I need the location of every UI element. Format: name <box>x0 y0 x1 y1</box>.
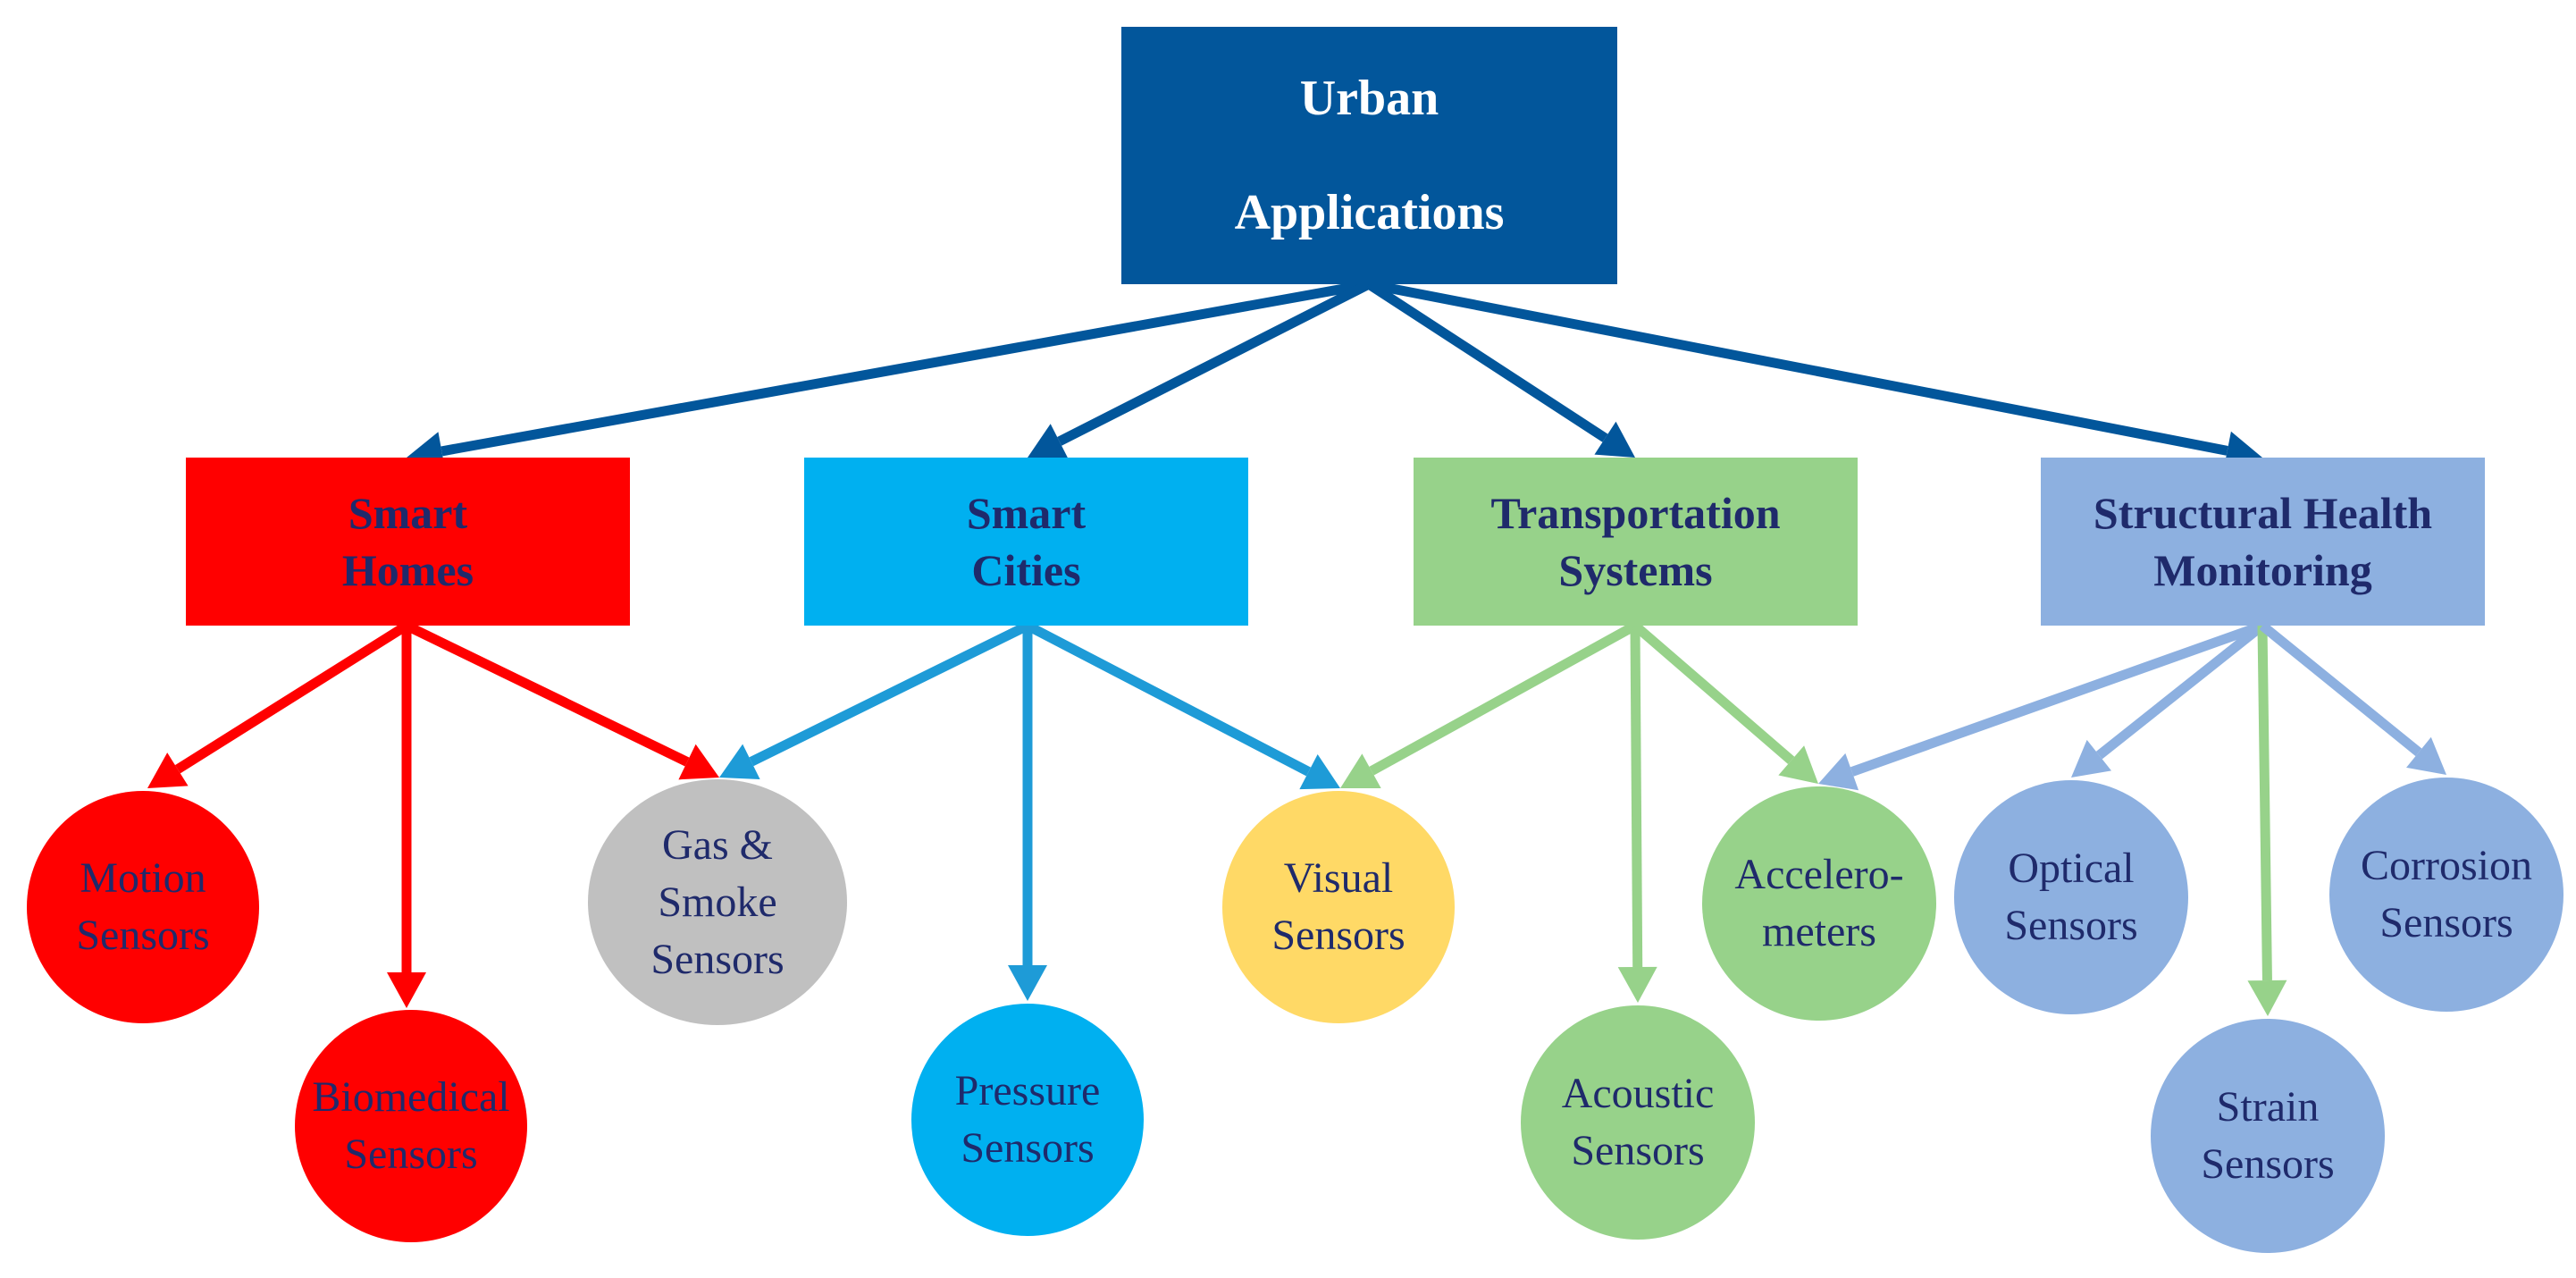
category-smart-homes: Smart Homes <box>186 458 630 626</box>
category-label-line-1: Smart <box>348 488 468 538</box>
arrowhead-root-to-transportation-systems <box>1594 421 1635 458</box>
sensor-label-line-1: Gas & <box>662 820 773 869</box>
arrow-root-to-smart-homes <box>441 279 1370 457</box>
sensor-strain: Strain Sensors <box>2151 1019 2385 1253</box>
arrow-transportation-systems-to-accel <box>1632 621 1795 765</box>
arrowhead-root-to-smart-cities <box>1028 424 1069 459</box>
sensor-label-line-1: Biomedical <box>312 1073 510 1121</box>
arrowhead-transportation-systems-to-visual <box>1340 753 1381 788</box>
sensor-label-line-1: Strain <box>2216 1083 2320 1131</box>
arrow-root-to-transportation-systems <box>1365 280 1608 442</box>
sensor-label-line-2: meters <box>1762 908 1876 955</box>
sensor-acoustic: Acoustic Sensors <box>1521 1005 1755 1240</box>
category-label-line-2: Homes <box>341 545 474 595</box>
arrow-transportation-systems-to-visual <box>1369 621 1638 776</box>
category-label-line-1: Structural Health <box>2093 488 2433 538</box>
arrow-root-to-structural-health-monitoring <box>1367 279 2228 456</box>
arrow-smart-cities-to-visual <box>1025 621 1312 777</box>
sensor-label-line-1: Optical <box>2008 845 2135 892</box>
arrowhead-smart-homes-to-motion <box>147 753 189 788</box>
sensor-pressure: Pressure Sensors <box>911 1004 1144 1236</box>
arrow-structural-health-monitoring-to-optical <box>2095 621 2266 760</box>
sensor-label-line-1: Corrosion <box>2361 842 2532 889</box>
sensor-label-line-2: Sensors <box>1571 1127 1705 1174</box>
category-label-line-1: Smart <box>966 488 1087 538</box>
sensor-label-line-2: Sensors <box>1271 912 1405 959</box>
arrowhead-transportation-systems-to-acoustic <box>1617 966 1657 1003</box>
category-smart-cities: Smart Cities <box>804 458 1248 626</box>
sensor-label-line-2: Sensors <box>2201 1140 2335 1188</box>
arrow-structural-health-monitoring-to-accel <box>1850 620 2264 777</box>
sensor-label-line-1: Pressure <box>954 1067 1101 1114</box>
root-node-urban-applications: Urban Applications <box>1121 27 1617 284</box>
sensor-optical: Optical Sensors <box>1954 780 2188 1014</box>
arrow-structural-health-monitoring-to-corrosion <box>2259 621 2422 757</box>
sensor-label-line-2: Smoke <box>658 878 777 926</box>
arrowhead-smart-homes-to-gas <box>678 744 719 780</box>
sensor-motion: Motion Sensors <box>27 791 259 1023</box>
sensor-visual: Visual Sensors <box>1222 791 1455 1023</box>
category-label-line-2: Monitoring <box>2153 545 2372 595</box>
sensor-gas-smoke: Gas & Smoke Sensors <box>588 779 847 1025</box>
category-label-line-1: Transportation <box>1490 488 1781 538</box>
sensor-label-line-3: Sensors <box>650 935 785 983</box>
arrow-transportation-systems-to-acoustic <box>1630 625 1643 968</box>
sensor-label-line-1: Visual <box>1283 854 1394 902</box>
arrow-root-to-smart-cities <box>1057 280 1372 446</box>
arrowhead-smart-cities-to-pressure <box>1008 965 1047 1001</box>
arrowhead-smart-cities-to-gas <box>719 744 760 780</box>
arrowhead-transportation-systems-to-accel <box>1778 745 1818 784</box>
sensor-label-line-2: Sensors <box>76 912 210 959</box>
arrowhead-structural-health-monitoring-to-corrosion <box>2406 736 2446 775</box>
sensor-accelerometers: Accelero- meters <box>1702 786 1936 1021</box>
category-label-line-2: Cities <box>971 545 1081 595</box>
sensor-corrosion: Corrosion Sensors <box>2329 778 2563 1012</box>
arrowhead-smart-cities-to-visual <box>1299 754 1340 790</box>
arrowhead-smart-homes-to-biomedical <box>387 972 426 1008</box>
sensor-label-line-2: Sensors <box>344 1131 478 1178</box>
arrowhead-structural-health-monitoring-to-optical <box>2071 739 2112 778</box>
sensor-label-line-2: Sensors <box>961 1124 1095 1172</box>
sensor-label-line-2: Sensors <box>2004 902 2138 949</box>
sensor-label-line-1: Accelero- <box>1734 851 1904 898</box>
root-label-line-1: Urban <box>1299 71 1439 126</box>
arrow-smart-cities-to-gas <box>749 621 1030 767</box>
arrow-smart-homes-to-motion <box>174 621 409 774</box>
category-transportation-systems: Transportation Systems <box>1414 458 1858 626</box>
root-label-line-2: Applications <box>1234 185 1505 240</box>
arrowhead-structural-health-monitoring-to-strain <box>2247 980 2287 1016</box>
sensor-label-line-1: Acoustic <box>1561 1070 1715 1117</box>
category-label-line-2: Systems <box>1558 545 1713 595</box>
sensor-label-line-2: Sensors <box>2379 899 2513 946</box>
sensor-biomedical: Biomedical Sensors <box>295 1010 527 1242</box>
arrowhead-structural-health-monitoring-to-accel <box>1818 753 1859 791</box>
arrow-smart-homes-to-gas <box>404 621 690 767</box>
sensor-label-line-1: Motion <box>80 854 206 902</box>
arrow-structural-health-monitoring-to-strain <box>2257 625 2272 981</box>
category-structural-health-monitoring: Structural Health Monitoring <box>2041 458 2485 626</box>
